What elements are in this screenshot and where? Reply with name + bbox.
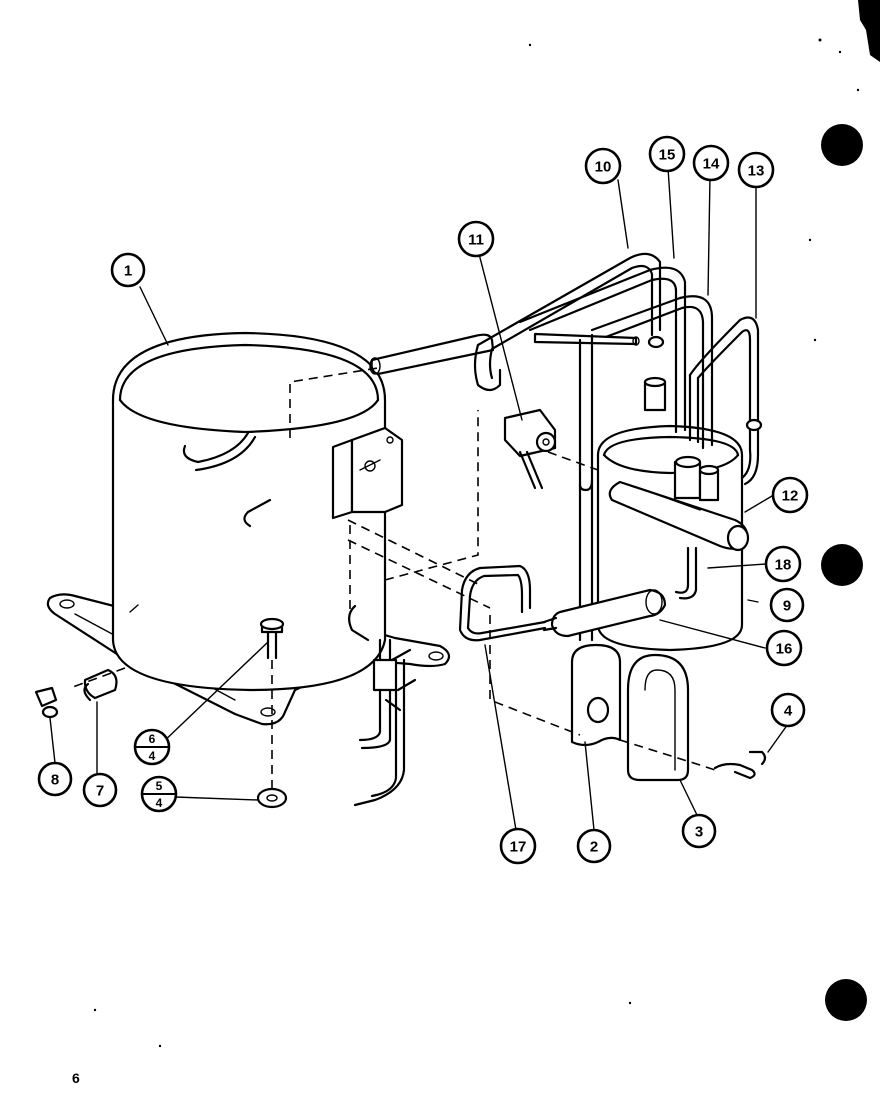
callout-10-label: 10: [595, 159, 612, 176]
callout-3: 3: [681, 813, 717, 849]
solenoid-coil: [503, 408, 557, 490]
grommet: [256, 787, 288, 809]
callout-12-label: 12: [782, 488, 799, 505]
callout-1-label: 1: [124, 263, 132, 280]
callout-14: 14: [692, 144, 730, 182]
callout-13-label: 13: [748, 163, 765, 180]
callout-15-label: 15: [659, 147, 676, 164]
callout-18-label: 18: [775, 557, 792, 574]
tube-15: [518, 266, 687, 434]
callout-5-over-4: 5 4: [140, 775, 178, 813]
tube-18: [674, 546, 698, 600]
callout-11: 11: [457, 220, 495, 258]
callout-6-over-4: 6 4: [133, 728, 171, 766]
horizontal-crossover-tube: [533, 332, 640, 346]
callout-9-label: 9: [783, 598, 791, 615]
callout-10: 10: [584, 147, 622, 185]
capillary-tube-17: [458, 564, 547, 642]
tube-13: [688, 316, 763, 486]
callout-1: 1: [110, 252, 146, 288]
callout-8: 8: [37, 761, 73, 797]
clip-part-7: [83, 668, 118, 702]
callout-8-label: 8: [51, 772, 59, 789]
discharge-tube: [369, 333, 495, 376]
callout-16: 16: [765, 629, 803, 667]
leader-lines: [49, 167, 789, 831]
terminal-cover-2: [570, 643, 622, 747]
callout-3-label: 3: [695, 824, 703, 841]
callout-6-over-4-top: 6: [149, 732, 156, 746]
short-tube-stub: [643, 376, 667, 412]
terminal-cover-3: [626, 653, 690, 782]
tube-to-solenoid: [473, 343, 502, 392]
service-valve-lower: [353, 638, 417, 807]
clip-part-4: [713, 750, 767, 780]
callout-13: 13: [737, 151, 775, 189]
tube-14: [590, 295, 714, 450]
page-number: 6: [72, 1070, 80, 1086]
tube-10: [476, 252, 665, 351]
callout-5-over-4-bottom: 4: [156, 796, 163, 810]
reversing-valve: [608, 455, 750, 552]
compressor-body: [111, 331, 387, 692]
filter-drier: [542, 588, 667, 638]
terminal-bracket: [331, 426, 404, 520]
callout-17-label: 17: [510, 839, 527, 856]
callout-7-label: 7: [96, 783, 104, 800]
scan-specks: [93, 38, 860, 1048]
binder-hole-middle: [821, 544, 863, 586]
scan-edge-mark: [858, 0, 880, 62]
callout-17: 17: [499, 827, 537, 865]
callout-14-label: 14: [703, 156, 720, 173]
callout-2: 2: [576, 828, 612, 864]
callout-6-over-4-bottom: 4: [149, 749, 156, 763]
callout-4-label: 4: [784, 703, 793, 720]
callout-12: 12: [771, 476, 809, 514]
nut-part-8: [34, 686, 59, 719]
callout-9: 9: [769, 587, 805, 623]
callout-7: 7: [82, 772, 118, 808]
assembly-guide-lines: [69, 367, 716, 790]
return-tube: [578, 333, 594, 492]
callout-5-over-4-top: 5: [156, 779, 163, 793]
callout-2-label: 2: [590, 839, 598, 856]
mounting-bolt: [259, 617, 285, 660]
callout-15: 15: [648, 135, 686, 173]
binder-hole-top: [821, 124, 863, 166]
callout-11-label: 11: [468, 232, 484, 249]
callout-4: 4: [770, 692, 806, 728]
callout-16-label: 16: [776, 641, 793, 658]
binder-hole-bottom: [825, 979, 867, 1021]
callout-18: 18: [764, 545, 802, 583]
